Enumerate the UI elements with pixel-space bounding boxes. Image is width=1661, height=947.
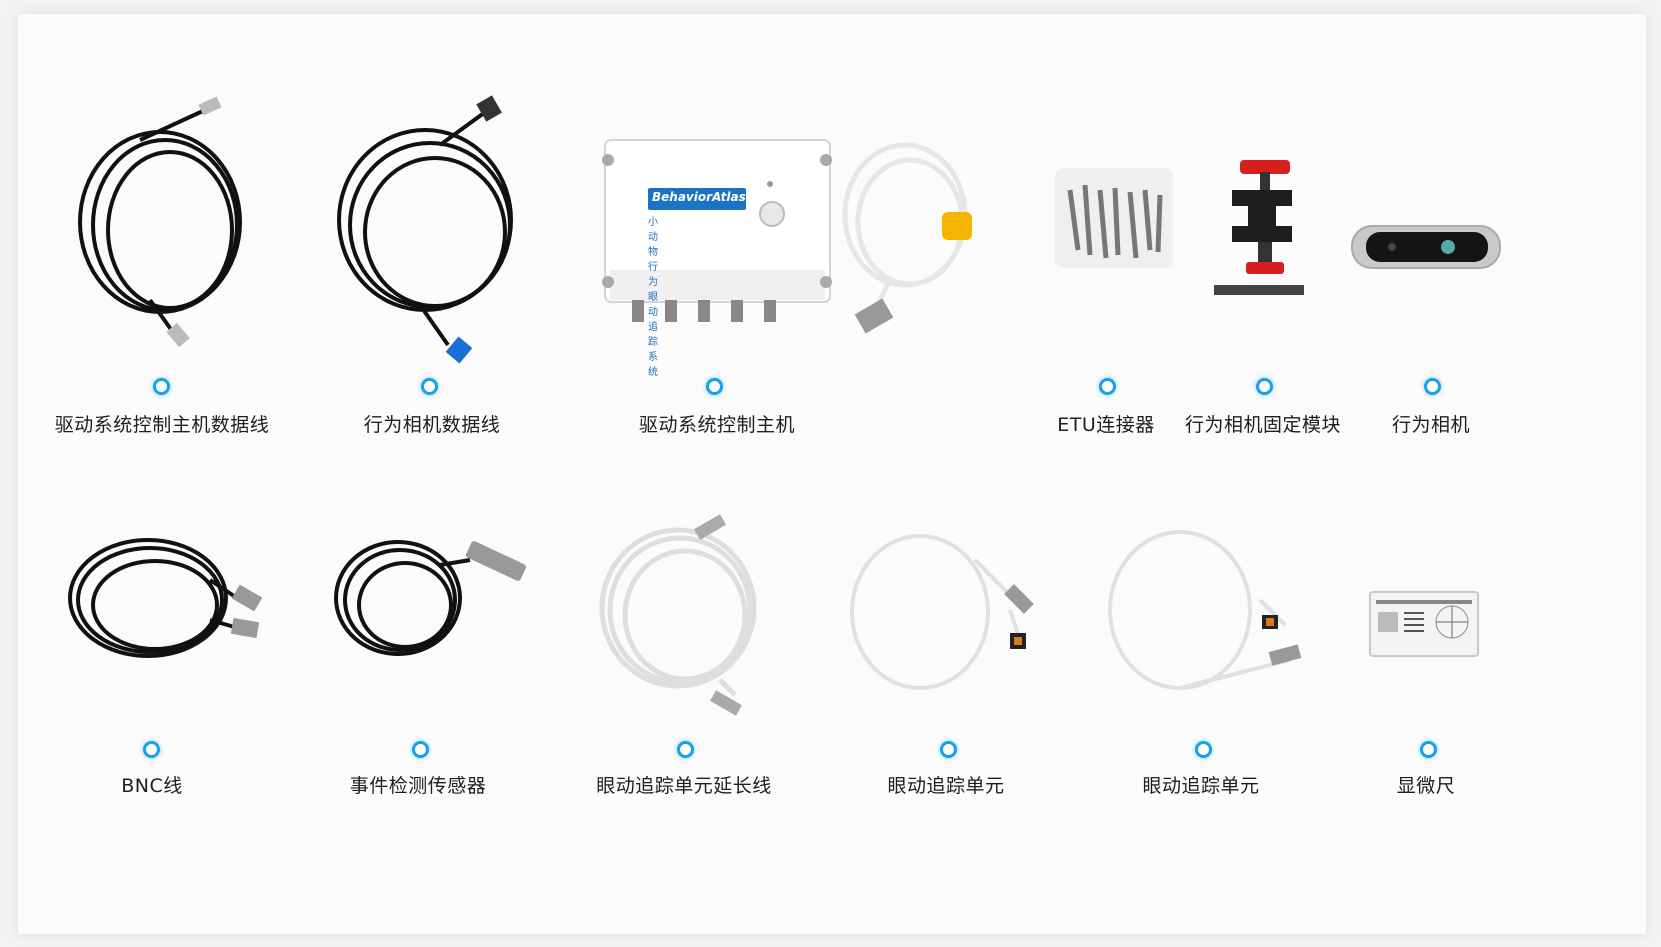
item-marker-dot — [1195, 741, 1212, 758]
product-showcase-panel — [18, 14, 1646, 934]
item-label: 眼动追踪单元 — [1142, 775, 1260, 797]
item-marker-dot — [153, 378, 170, 395]
item-marker-dot — [940, 741, 957, 758]
item-label: 眼动追踪单元延长线 — [596, 775, 772, 797]
device-logo-text: BehaviorAtlas — [652, 190, 746, 204]
item-marker-dot — [1256, 378, 1273, 395]
item-label: BNC线 — [121, 775, 183, 797]
device-subtitle-text: 小动物行为眼动追踪系统 — [648, 217, 658, 378]
item-label: 事件检测传感器 — [349, 775, 487, 797]
item-marker-dot — [143, 741, 160, 758]
item-marker-dot — [421, 378, 438, 395]
item-label: ETU连接器 — [1057, 414, 1155, 436]
item-marker-dot — [1099, 378, 1116, 395]
item-marker-dot — [1424, 378, 1441, 395]
item-label: 眼动追踪单元 — [887, 775, 1005, 797]
item-marker-dot — [1420, 741, 1437, 758]
item-label: 行为相机数据线 — [363, 414, 501, 436]
item-label: 行为相机固定模块 — [1184, 414, 1342, 436]
item-marker-dot — [677, 741, 694, 758]
item-label: 驱动系统控制主机数据线 — [54, 414, 270, 436]
item-label: 显微尺 — [1396, 775, 1456, 797]
item-label: 行为相机 — [1391, 414, 1471, 436]
item-label: 驱动系统控制主机 — [638, 414, 796, 436]
item-marker-dot — [706, 378, 723, 395]
item-marker-dot — [412, 741, 429, 758]
